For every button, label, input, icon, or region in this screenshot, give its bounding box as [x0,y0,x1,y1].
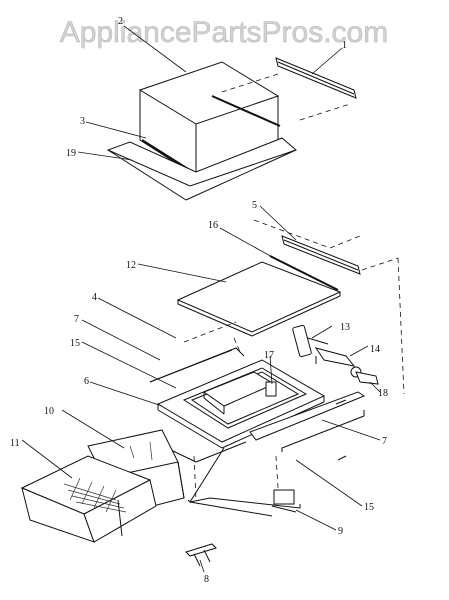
callout-19: 19 [66,148,76,159]
part-7-rail [249,391,366,441]
callout-14: 14 [370,344,380,355]
callout-13: 13 [340,322,350,333]
callout-3: 3 [80,116,85,127]
leader-lines [21,25,381,573]
callout-15-upper: 15 [70,338,80,349]
watermark-text: AppliancePartsPros.com [60,16,388,49]
part-18-damper [355,371,379,385]
part-19-tray [106,137,297,187]
part-2-top-panel [138,61,280,125]
callout-1: 1 [342,40,347,51]
part-6-frame [156,359,326,443]
top-shelf-assembly [106,57,357,201]
callout-7-lower: 7 [382,436,387,447]
lower-assembly [185,447,301,567]
callout-6: 6 [84,376,89,387]
part-11-front-drawer [20,455,157,543]
callout-10: 10 [44,406,54,417]
part-13-control-knob [292,324,312,358]
part-14-shaft [314,347,356,367]
part-8-clip [185,543,217,557]
callout-labels: 2 1 3 19 5 16 12 4 7 15 13 17 14 6 18 10… [10,16,388,585]
callout-15-lower: 15 [364,502,374,513]
crisper-cover-assembly [149,219,405,463]
part-12-glass-shelf [176,261,342,333]
callout-5: 5 [252,200,257,211]
callout-4: 4 [92,292,97,303]
callout-7-upper: 7 [74,314,79,325]
callout-18: 18 [378,388,388,399]
callout-11: 11 [10,438,20,449]
damper-control-assembly [292,324,379,385]
callout-9: 9 [338,526,343,537]
callout-12: 12 [126,260,136,271]
callout-17: 17 [264,350,274,361]
callout-8: 8 [204,574,209,585]
callout-2: 2 [118,16,123,27]
part-16-strip [269,255,339,291]
callout-16: 16 [208,220,218,231]
part-9-bracket [189,497,301,509]
part-17-bracket [265,381,277,397]
